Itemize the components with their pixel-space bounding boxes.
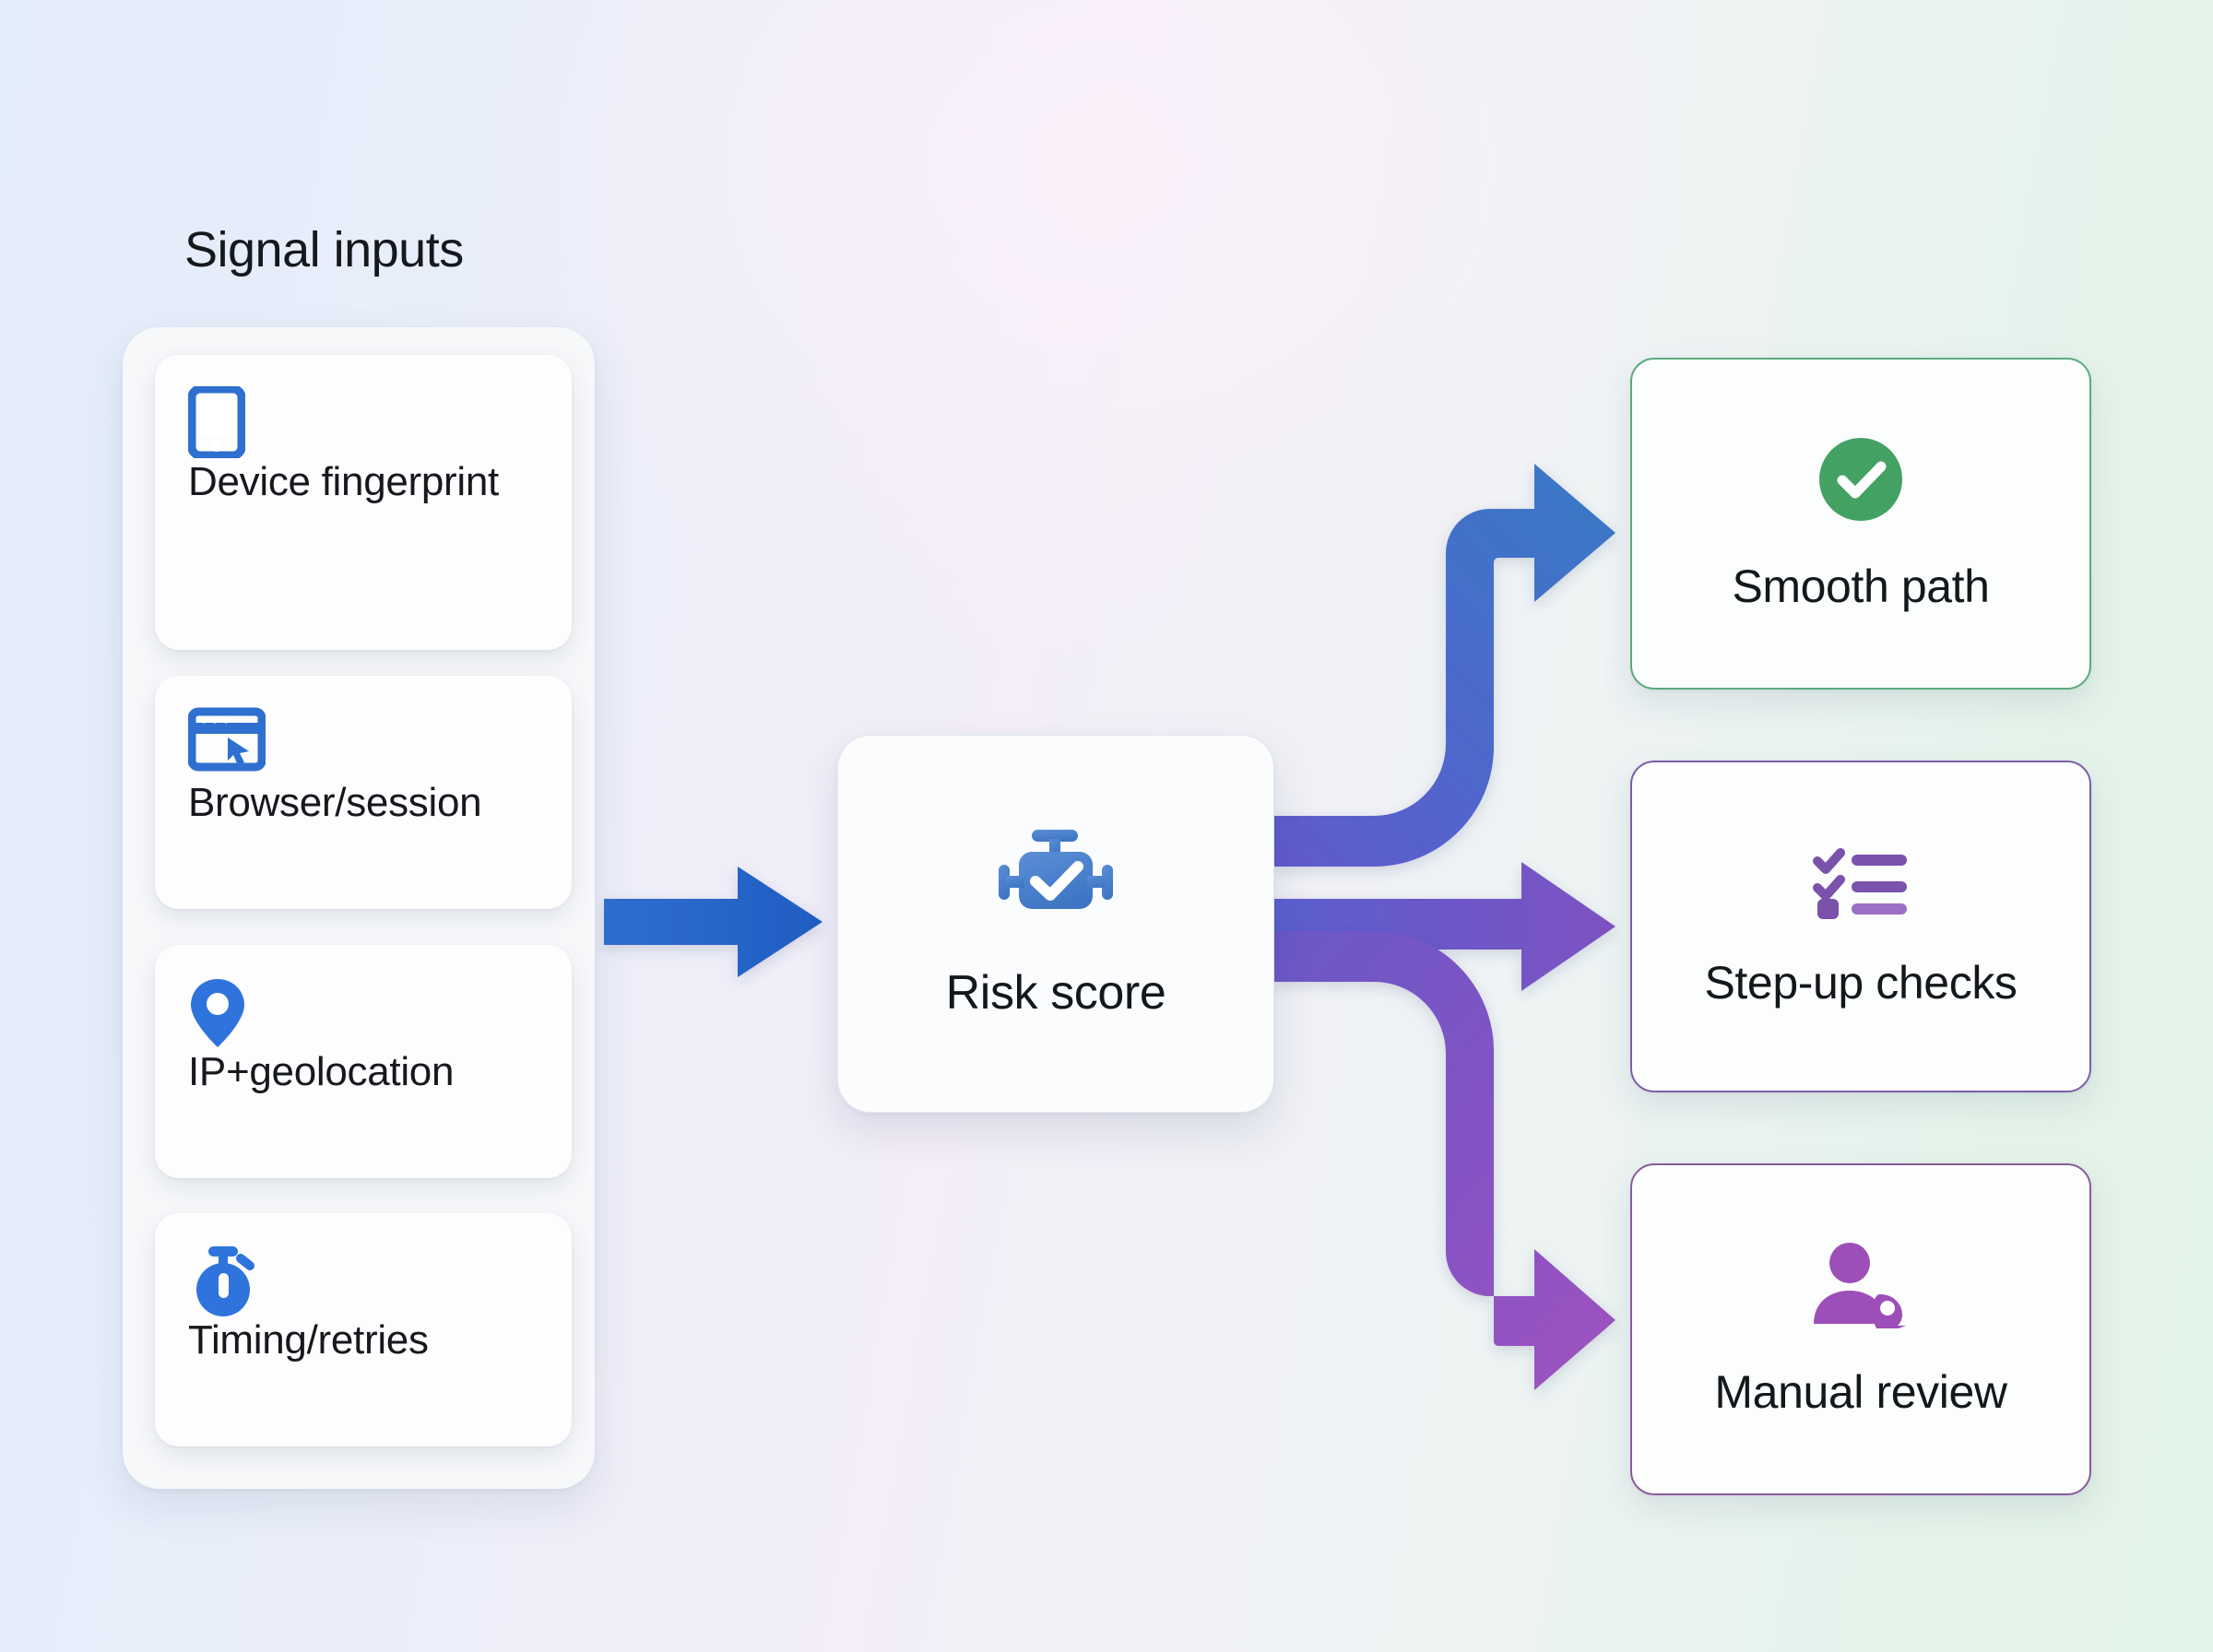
signal-card-ip-geolocation[interactable]: IP+geolocation: [155, 945, 572, 1178]
outcome-card-manual-review[interactable]: Manual review: [1630, 1163, 2091, 1495]
outcome-card-step-up-checks[interactable]: Step-up checks: [1630, 761, 2091, 1092]
mobile-phone-icon: [187, 384, 538, 460]
checklist-icon: [1813, 844, 1909, 925]
outcome-card-label: Manual review: [1714, 1365, 2007, 1418]
risk-score-label: Risk score: [945, 965, 1166, 1020]
browser-window-cursor-icon: [187, 707, 538, 779]
page-title: Signal inputs: [184, 222, 464, 277]
stopwatch-icon: [188, 1245, 538, 1316]
check-circle-icon: [1817, 435, 1905, 528]
map-pin-icon: [188, 976, 538, 1048]
outcome-card-label: Smooth path: [1732, 560, 1990, 612]
signal-card-label: Browser/session: [188, 780, 482, 825]
signal-card-label: Timing/retries: [188, 1317, 429, 1363]
person-search-icon: [1810, 1241, 1911, 1334]
arrow-risk-to-smooth-path: [1272, 464, 1615, 867]
engine-check-icon: [993, 828, 1118, 932]
signal-card-label: Device fingerprint: [188, 459, 499, 504]
signal-card-timing-retries[interactable]: Timing/retries: [155, 1213, 572, 1446]
signal-card-label: IP+geolocation: [188, 1049, 455, 1094]
risk-score-node[interactable]: Risk score: [837, 735, 1274, 1113]
outcome-card-label: Step-up checks: [1704, 956, 2018, 1009]
signal-card-device-fingerprint[interactable]: Device fingerprint: [155, 355, 572, 650]
arrow-inputs-to-risk: [604, 867, 822, 977]
arrow-risk-to-step-up-checks: [1272, 862, 1615, 991]
outcome-card-smooth-path[interactable]: Smooth path: [1630, 358, 2091, 690]
signal-card-browser-session[interactable]: Browser/session: [155, 676, 572, 909]
arrow-risk-to-manual-review: [1272, 931, 1615, 1390]
